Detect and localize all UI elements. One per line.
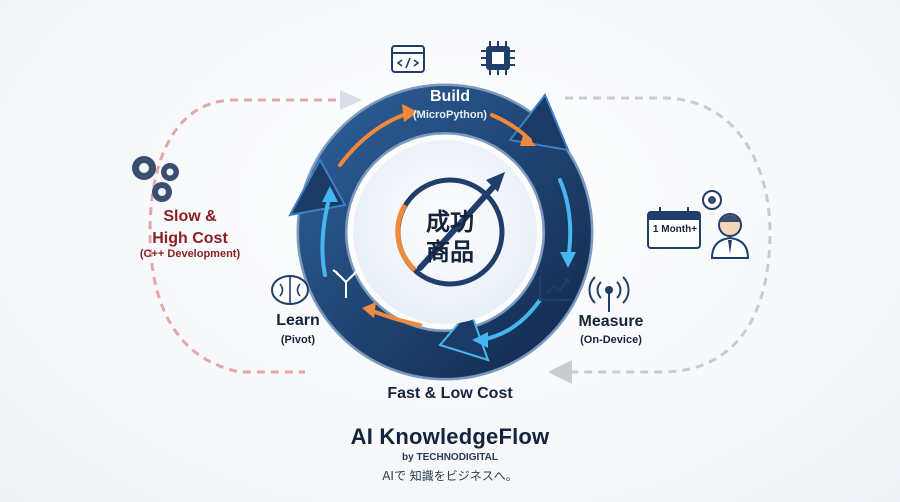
- antenna-icon: [588, 276, 630, 312]
- slow-cost-title: Slow & High Cost: [130, 206, 250, 250]
- center-text-line1: 成功: [426, 208, 474, 236]
- center-emblem-arc: [395, 203, 417, 272]
- build-sublabel: (MicroPython): [413, 109, 487, 121]
- calendar-icon: [647, 207, 701, 249]
- brand-byline: by TECHNODIGITAL: [402, 452, 498, 463]
- calendar-label: 1 Month+: [652, 224, 698, 235]
- slow-cost-title-line2: High Cost: [152, 230, 228, 247]
- fast-low-cost-label: Fast & Low Cost: [387, 385, 513, 402]
- brain-icon: [271, 275, 309, 305]
- cycle-ring-rim: [296, 83, 594, 381]
- measure-label: Measure: [578, 313, 644, 330]
- measure-sublabel: (On-Device): [580, 334, 642, 346]
- learn-sublabel: (Pivot): [280, 334, 316, 346]
- measure-arrowhead: [438, 308, 490, 362]
- build-label: Build: [430, 88, 470, 105]
- right-path-loop: [560, 96, 772, 374]
- slow-path-arrowhead: [340, 90, 362, 110]
- gears-icon: [132, 156, 179, 202]
- slow-cost-title-line1: Slow &: [163, 208, 217, 225]
- brand-title: AI KnowledgeFlow: [350, 424, 550, 449]
- person-icon: [710, 213, 750, 259]
- growth-arrow: [417, 182, 498, 271]
- learn-label: Learn: [276, 312, 320, 329]
- chat-bubble-icon: [702, 190, 722, 210]
- code-window-icon: [391, 45, 425, 73]
- right-path-arrowhead: [548, 360, 572, 384]
- slow-path-loop: [148, 98, 350, 374]
- cyan-arrow-left: [320, 193, 332, 277]
- slow-cost-subtitle: (C++ Development): [139, 248, 241, 260]
- cycle-ring-inner-rim: [344, 131, 546, 333]
- cyan-arrow-right: [558, 178, 573, 262]
- center-text-line2: 商品: [426, 238, 474, 266]
- chart-icon: [539, 276, 572, 301]
- branch-arrows-icon: [332, 269, 360, 298]
- chip-icon: [481, 41, 515, 75]
- brand-tagline: AIで 知識をビジネスへ。: [382, 469, 518, 483]
